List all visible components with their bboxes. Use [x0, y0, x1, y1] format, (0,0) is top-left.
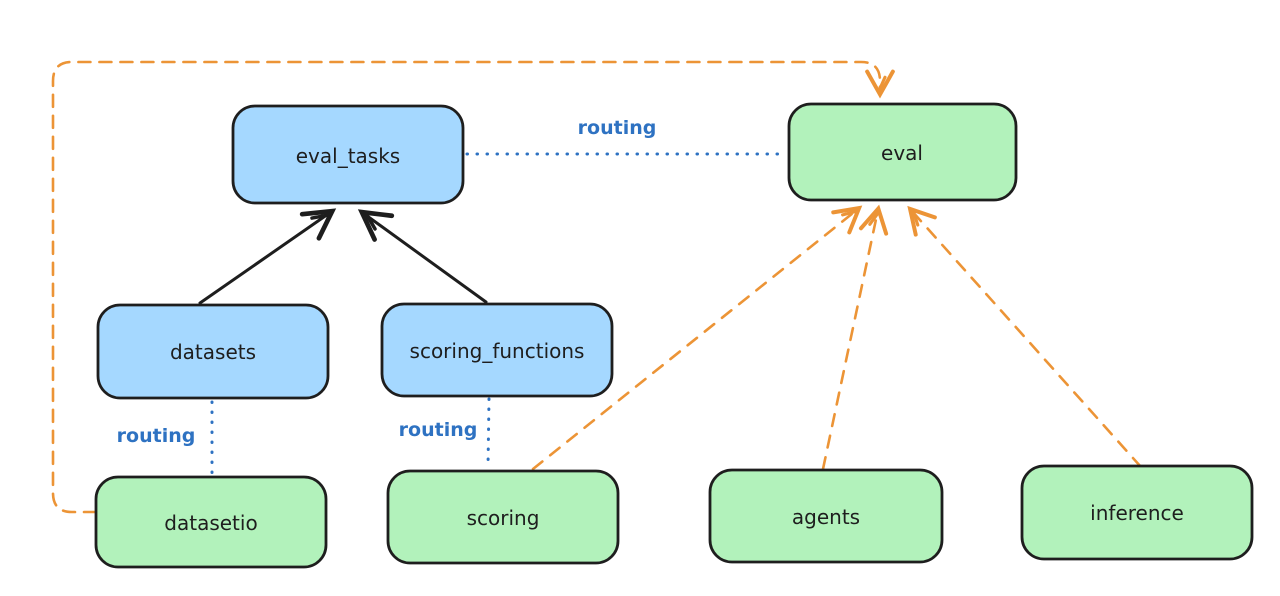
node-inference-box [1020, 464, 1254, 561]
edge-label-routing-scoring: routing [399, 419, 478, 441]
node-datasets: datasets [96, 303, 330, 400]
edge-datasetio-eval [51, 60, 895, 514]
node-scoring-box [386, 469, 620, 565]
node-eval-tasks: eval_tasks [231, 104, 465, 205]
node-agents-label: agents [792, 505, 860, 529]
edge-label-routing-top: routing [578, 117, 657, 139]
edge-scoring-functions-eval-tasks [357, 209, 488, 304]
node-datasets-label: datasets [170, 340, 256, 364]
node-datasetio: datasetio [94, 475, 328, 569]
node-datasets-box [96, 303, 330, 400]
node-eval-label: eval [881, 141, 923, 165]
node-agents-box [708, 468, 944, 564]
node-eval-tasks-label: eval_tasks [296, 144, 400, 168]
node-datasetio-label: datasetio [164, 511, 257, 535]
edge-datasets-eval-tasks [198, 208, 337, 305]
node-scoring-functions-label: scoring_functions [410, 339, 585, 363]
node-scoring-functions: scoring_functions [380, 302, 614, 398]
edge-label-routing-datasetio: routing [117, 425, 196, 447]
node-agents: agents [708, 468, 944, 564]
edge-agents-eval [821, 204, 889, 471]
edge-scoring-eval [531, 205, 863, 471]
node-scoring-functions-box [380, 302, 614, 398]
node-eval-tasks-box [231, 104, 465, 205]
node-inference: inference [1020, 464, 1254, 561]
node-scoring: scoring [386, 469, 620, 565]
edge-scoring-functions-scoring [486, 397, 491, 469]
node-eval-box [787, 102, 1018, 202]
edge-inference-eval [907, 205, 1143, 469]
node-scoring-label: scoring [467, 506, 540, 530]
node-eval: eval [787, 102, 1018, 202]
node-datasetio-box [94, 475, 328, 569]
node-inference-label: inference [1090, 501, 1184, 525]
